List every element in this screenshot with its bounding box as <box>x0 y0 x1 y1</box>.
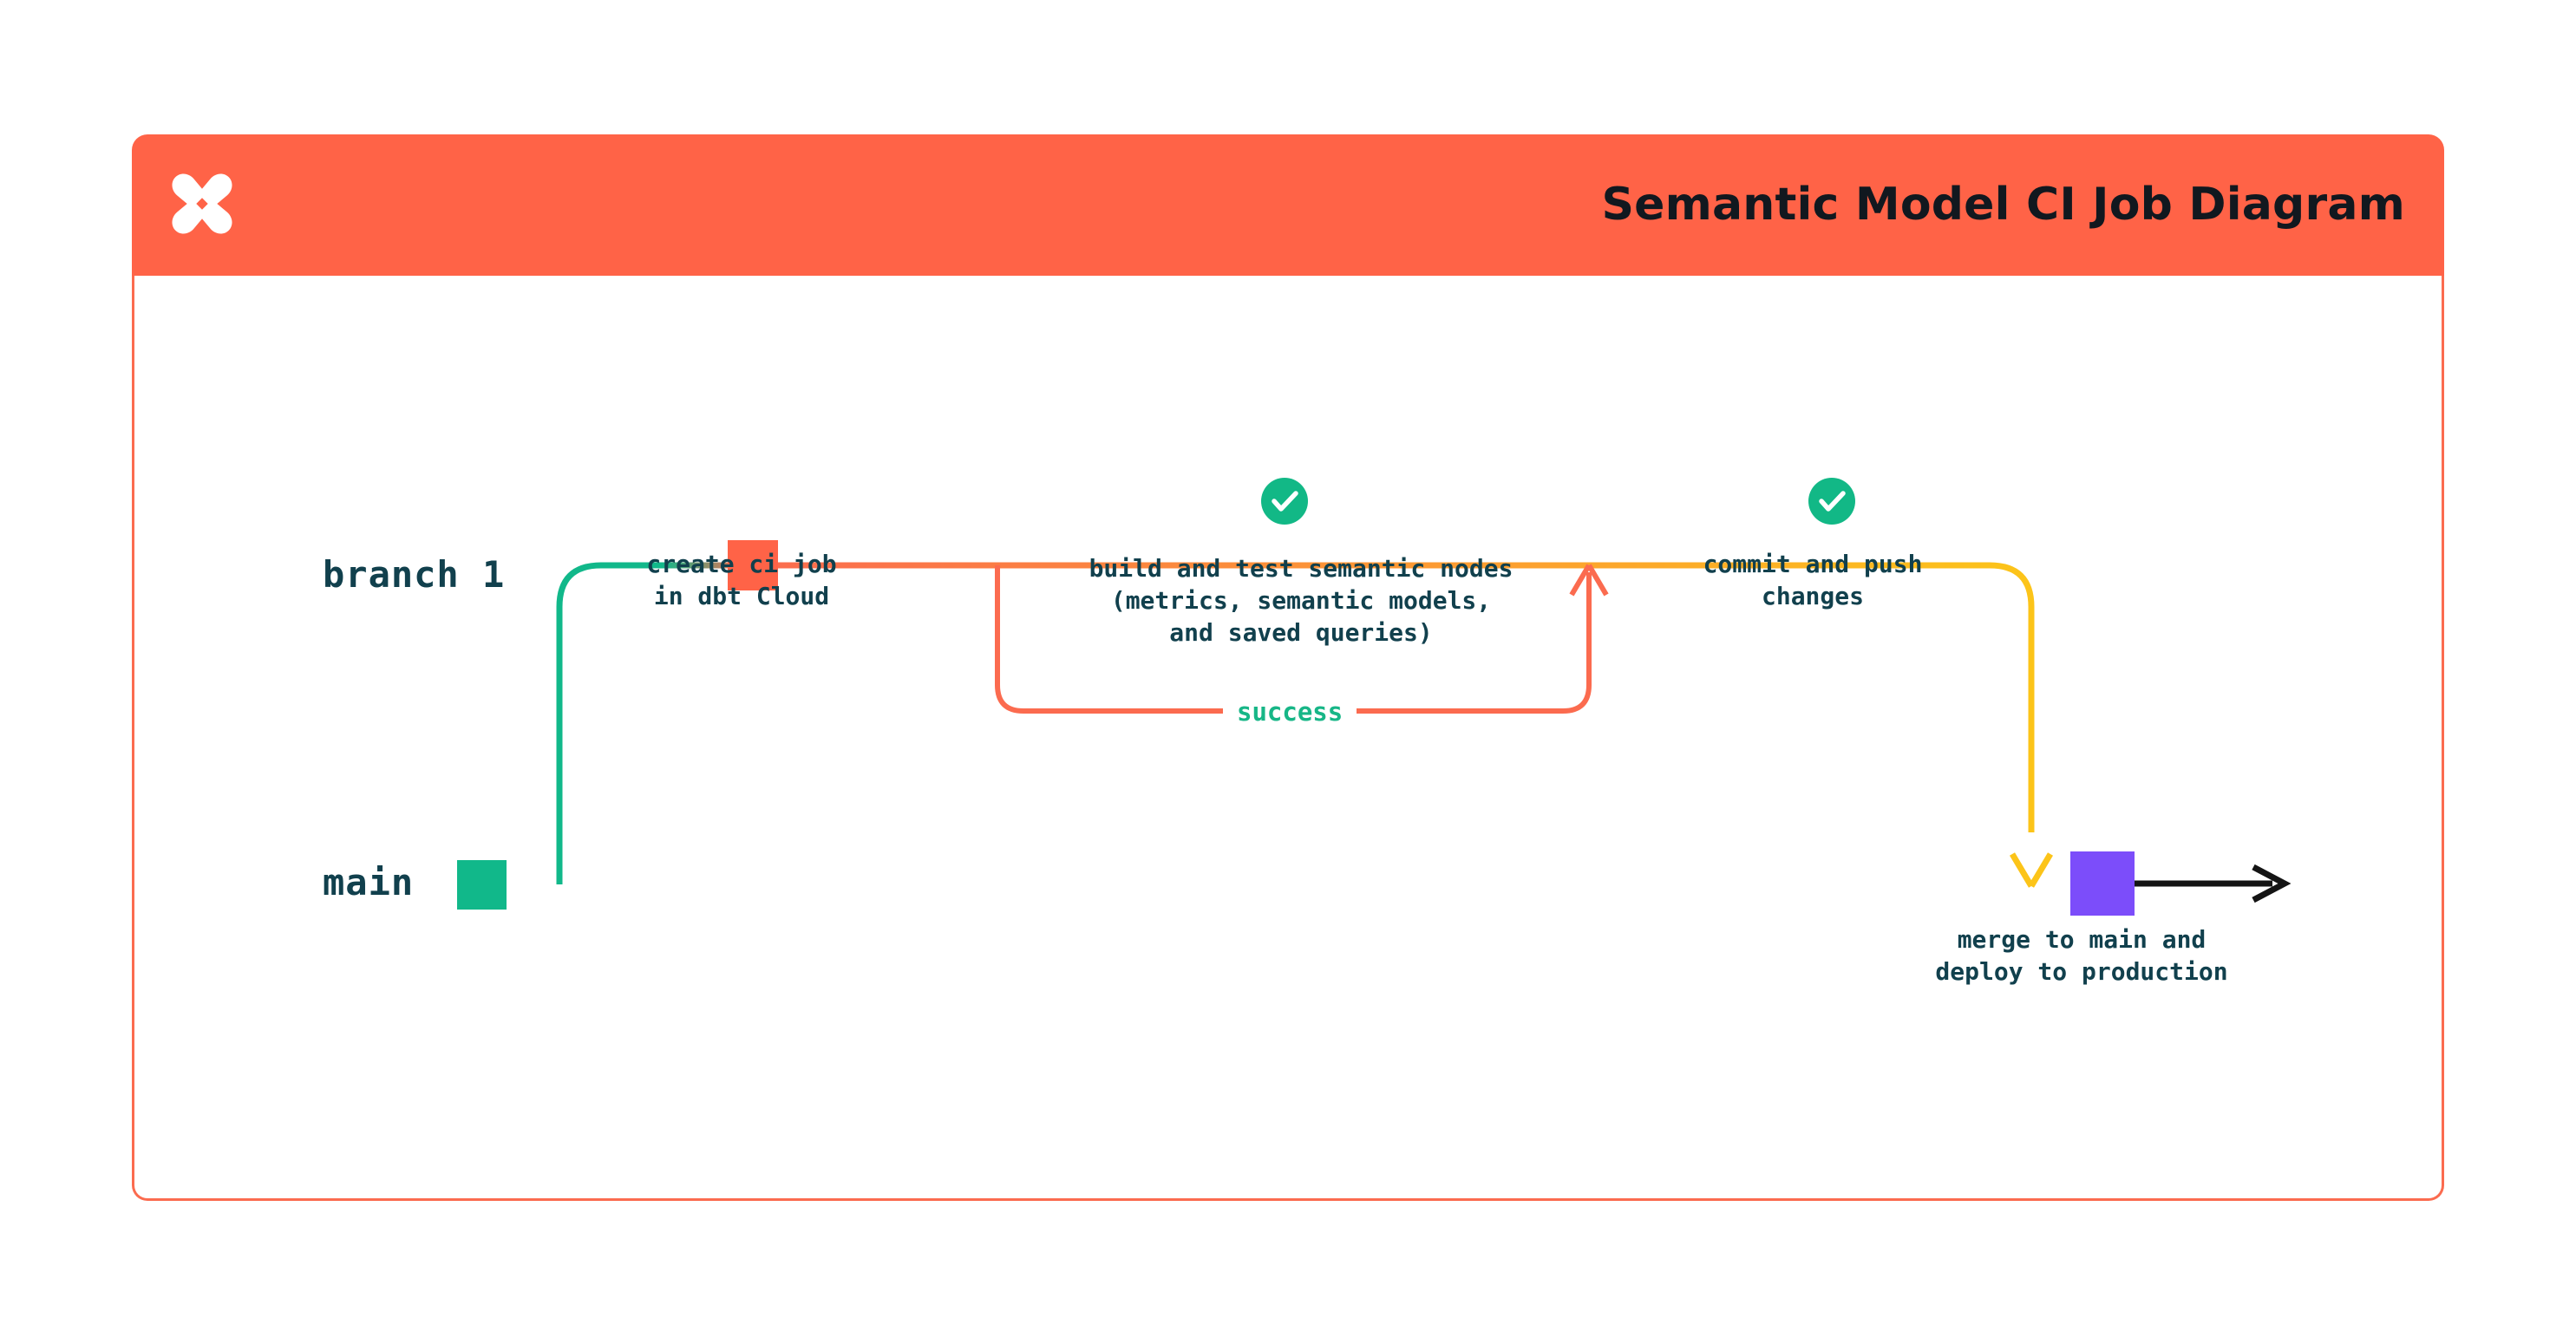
lane-label-branch-1: branch 1 <box>323 553 506 596</box>
diagram-card: Semantic Model CI Job Diagram <box>132 134 2444 1201</box>
lane-label-main: main <box>323 861 415 903</box>
step-label-commit-push-changes: commit and push changes <box>1703 550 1923 611</box>
card-body <box>132 276 2444 1201</box>
step-label-create-ci-job: create ci job in dbt Cloud <box>646 550 837 611</box>
success-loop-label: success <box>1223 695 1357 729</box>
step-label-merge-to-main: merge to main and deploy to production <box>1935 925 2228 987</box>
card-header: Semantic Model CI Job Diagram <box>132 134 2444 276</box>
step-label-build-test-semantic-nodes: build and test semantic nodes (metrics, … <box>1089 554 1514 648</box>
page-title: Semantic Model CI Job Diagram <box>1601 179 2405 231</box>
dbt-x-logo-icon <box>160 160 244 247</box>
